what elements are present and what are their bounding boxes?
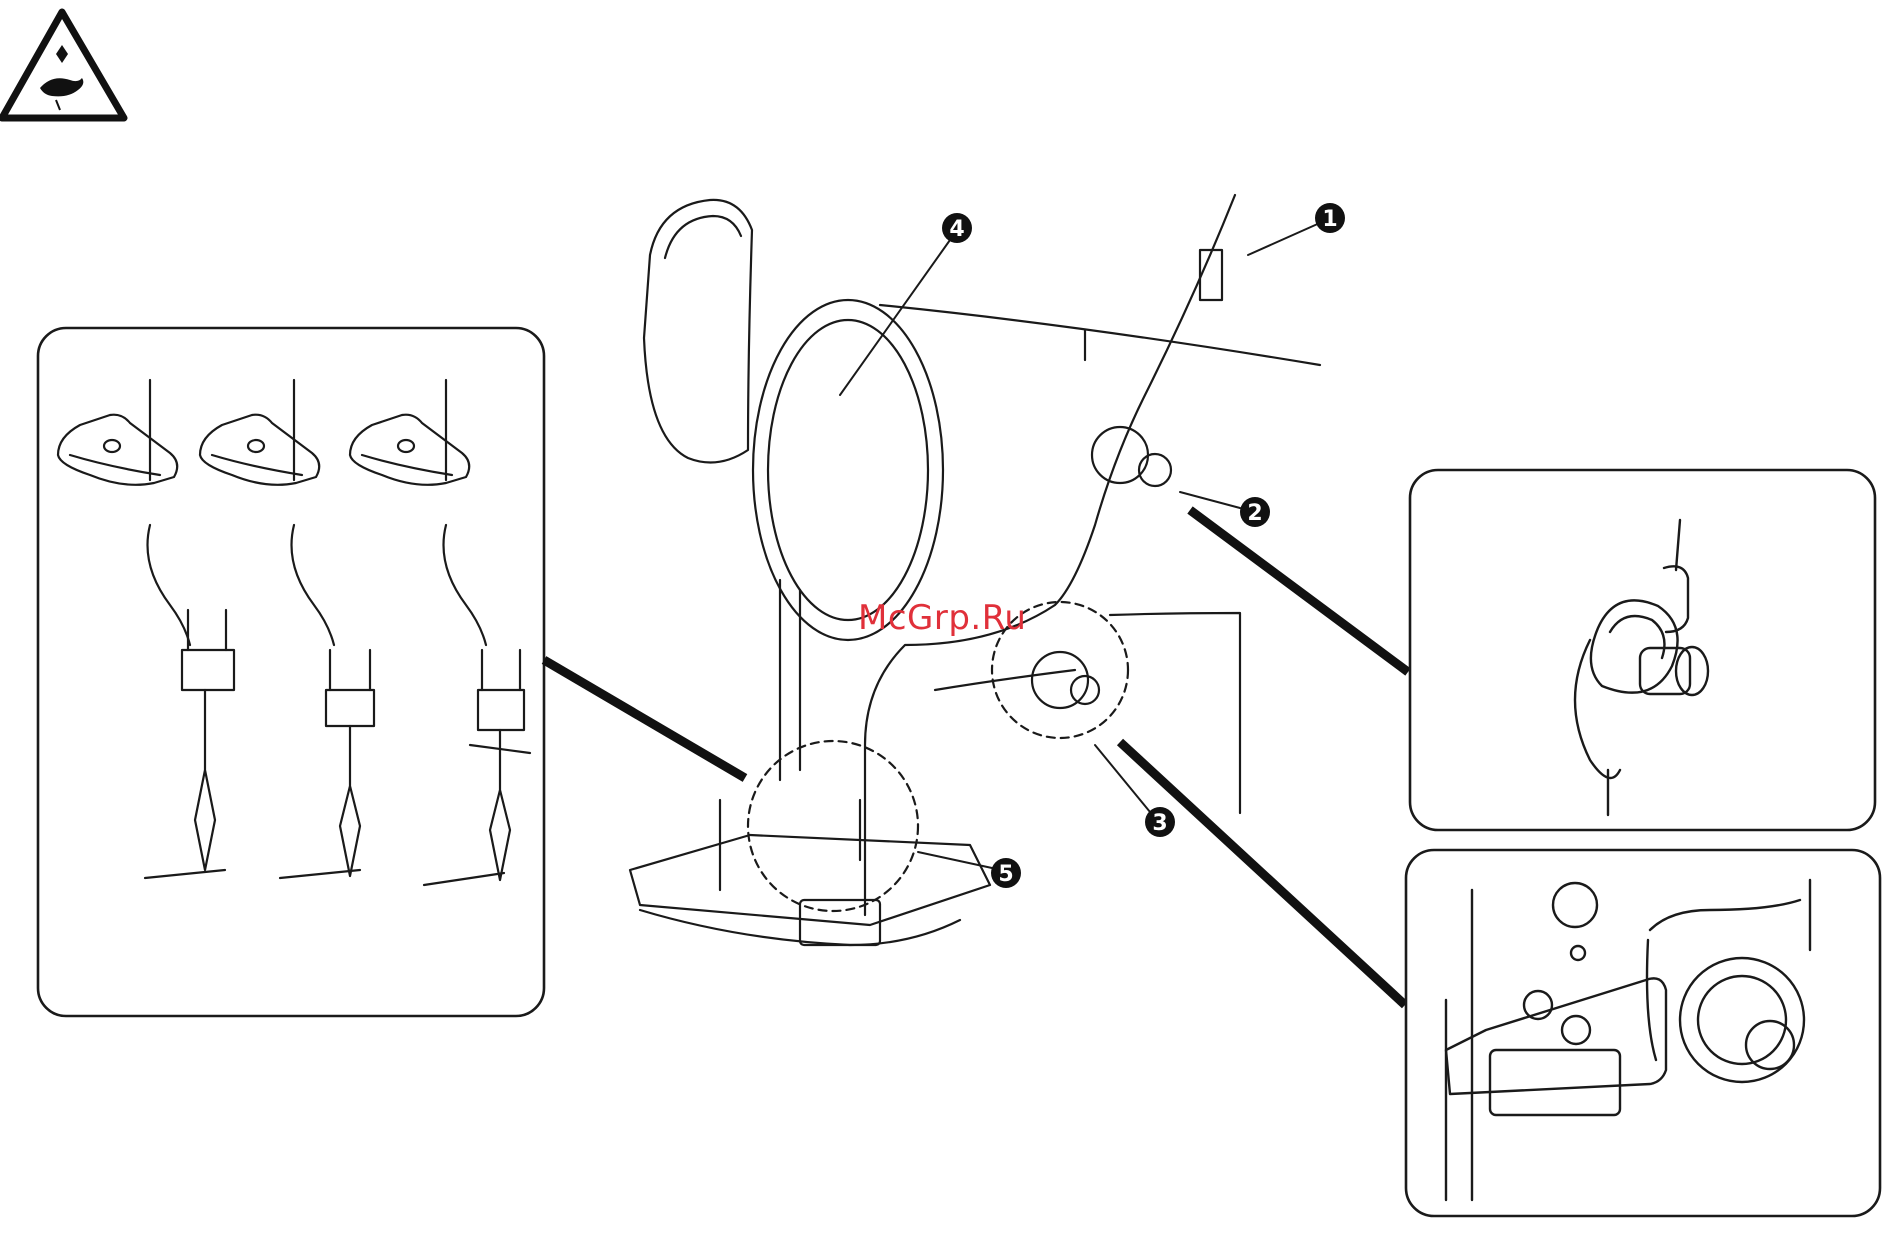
- watermark-text: McGrp.Ru: [858, 598, 1026, 638]
- hand-caution-icon: [2, 12, 124, 118]
- svg-text:3: 3: [1152, 811, 1167, 836]
- svg-text:4: 4: [949, 217, 964, 242]
- tension-disc-detail: [1410, 470, 1875, 830]
- svg-text:5: 5: [998, 862, 1013, 887]
- svg-text:1: 1: [1322, 207, 1337, 232]
- callout-5: 5: [918, 852, 1021, 888]
- callout-1: 1: [1248, 203, 1345, 255]
- svg-text:2: 2: [1247, 501, 1262, 526]
- thread-take-up-spring-detail: [1406, 850, 1880, 1216]
- needle-threading-detail: [38, 328, 544, 1016]
